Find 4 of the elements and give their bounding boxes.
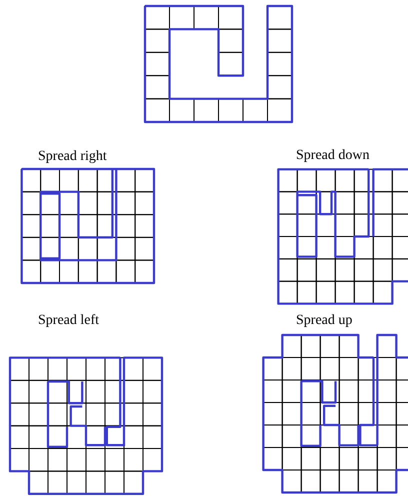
panel-title: Spread down <box>296 148 370 164</box>
panel-title: Spread right <box>38 149 107 165</box>
panel-title: Spread up <box>296 313 352 329</box>
panel-title: Spread left <box>38 313 100 329</box>
